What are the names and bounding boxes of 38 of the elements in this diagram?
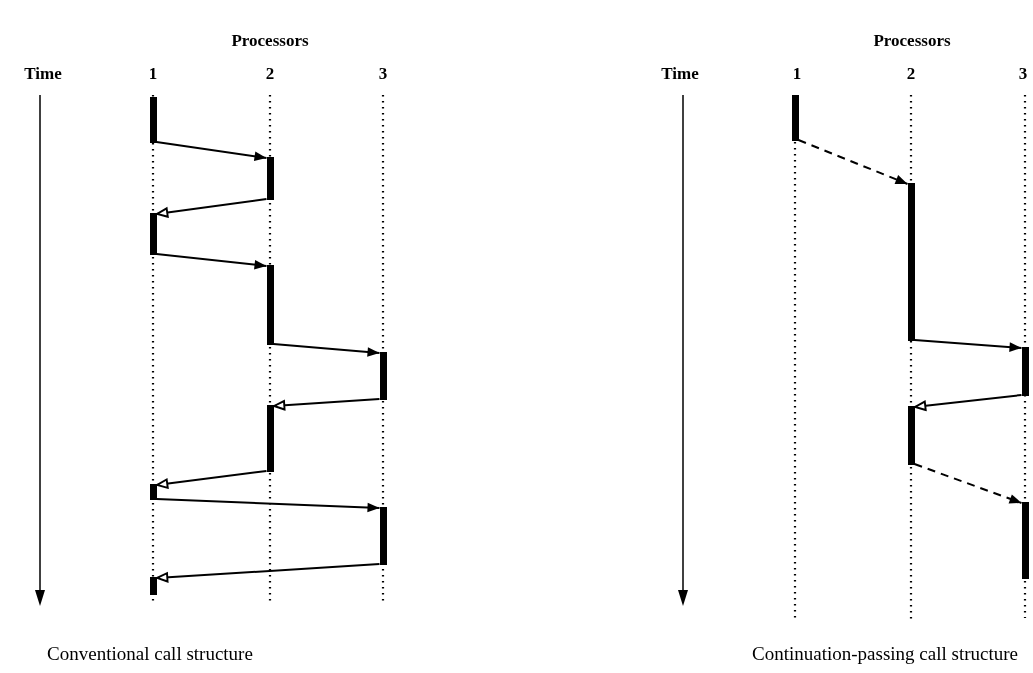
call-arrow xyxy=(155,253,268,270)
execution-bar xyxy=(149,484,157,500)
return-arrow xyxy=(272,398,381,411)
execution-bar xyxy=(379,352,387,400)
execution-bar xyxy=(379,507,387,565)
return-arrow xyxy=(155,563,381,583)
diagram-caption: Continuation-passing call structure xyxy=(752,644,1018,663)
axis-title: Time xyxy=(24,65,62,82)
execution-bar xyxy=(266,405,274,472)
execution-bar xyxy=(149,213,157,255)
execution-bar xyxy=(266,157,274,200)
return-arrow xyxy=(155,470,268,489)
processor-number: 1 xyxy=(792,65,802,82)
execution-bar xyxy=(149,577,157,595)
processor-number: 3 xyxy=(378,65,388,82)
execution-bar xyxy=(907,406,915,465)
axis-title: Processors xyxy=(873,32,951,49)
execution-bar xyxy=(1021,347,1029,396)
processor-number: 2 xyxy=(906,65,916,82)
execution-bar xyxy=(907,183,915,341)
execution-bar xyxy=(1021,502,1029,579)
call-arrow xyxy=(155,141,268,161)
return-arrow xyxy=(155,198,268,218)
diagram-caption: Conventional call structure xyxy=(47,644,253,663)
call-arrow xyxy=(272,343,381,357)
processor-number: 1 xyxy=(148,65,158,82)
axis-title: Processors xyxy=(231,32,309,49)
execution-bar xyxy=(791,95,799,141)
processor-number: 3 xyxy=(1018,65,1028,82)
call-arrow xyxy=(155,498,381,513)
return-arrow xyxy=(913,394,1023,411)
execution-bar xyxy=(149,97,157,143)
processor-number: 2 xyxy=(265,65,275,82)
call-arrow xyxy=(797,139,909,185)
call-arrow xyxy=(913,463,1023,504)
axis-title: Time xyxy=(661,65,699,82)
execution-bar xyxy=(266,265,274,345)
call-arrow xyxy=(913,339,1023,352)
